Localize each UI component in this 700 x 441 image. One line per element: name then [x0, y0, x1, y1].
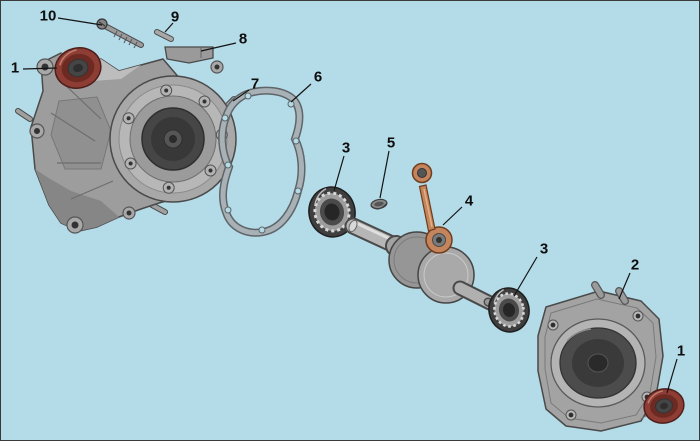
callout-3-bearing-left: 3 — [341, 139, 351, 157]
woodruff-key — [370, 198, 388, 210]
mounting-ears — [29, 58, 224, 234]
crank-chamber-opening — [109, 75, 237, 203]
dowel-pin-left — [15, 108, 33, 122]
callout-8-crankcase-left: 8 — [238, 30, 248, 48]
crankcase-half-right — [537, 281, 664, 432]
callout-1-seal-left: 1 — [10, 59, 20, 77]
connecting-rod — [411, 162, 453, 254]
crankcase-gasket — [218, 86, 306, 237]
dowel-pin-small — [154, 29, 174, 42]
callout-4-crankshaft: 4 — [464, 192, 474, 210]
case-studs — [591, 281, 629, 305]
callout-7-pin: 7 — [250, 75, 260, 93]
crank-bore-opening — [550, 318, 646, 408]
callout-10-bolt: 10 — [39, 7, 57, 25]
flange-bolt-holes — [126, 88, 224, 190]
oil-seal-left — [54, 47, 102, 89]
callout-5-woodruff-key: 5 — [386, 134, 396, 152]
crankcase-half-left — [29, 46, 237, 234]
leader-lines — [22, 17, 678, 394]
mounting-bolt — [96, 18, 144, 49]
ball-bearing-right — [488, 287, 530, 333]
oil-seal-right — [643, 388, 685, 424]
callout-1-seal-right: 1 — [676, 342, 686, 360]
callout-9-pin: 9 — [170, 8, 180, 26]
gasket-bolt-holes — [221, 92, 302, 234]
callout-3-bearing-right: 3 — [539, 240, 549, 258]
crankshaft-with-connecting-rod — [344, 162, 505, 313]
callout-6-gasket: 6 — [313, 68, 323, 86]
callout-2-crankcase-right: 2 — [630, 256, 640, 274]
dowel-pin-bottom — [149, 202, 168, 215]
ball-bearing-left — [308, 186, 356, 238]
